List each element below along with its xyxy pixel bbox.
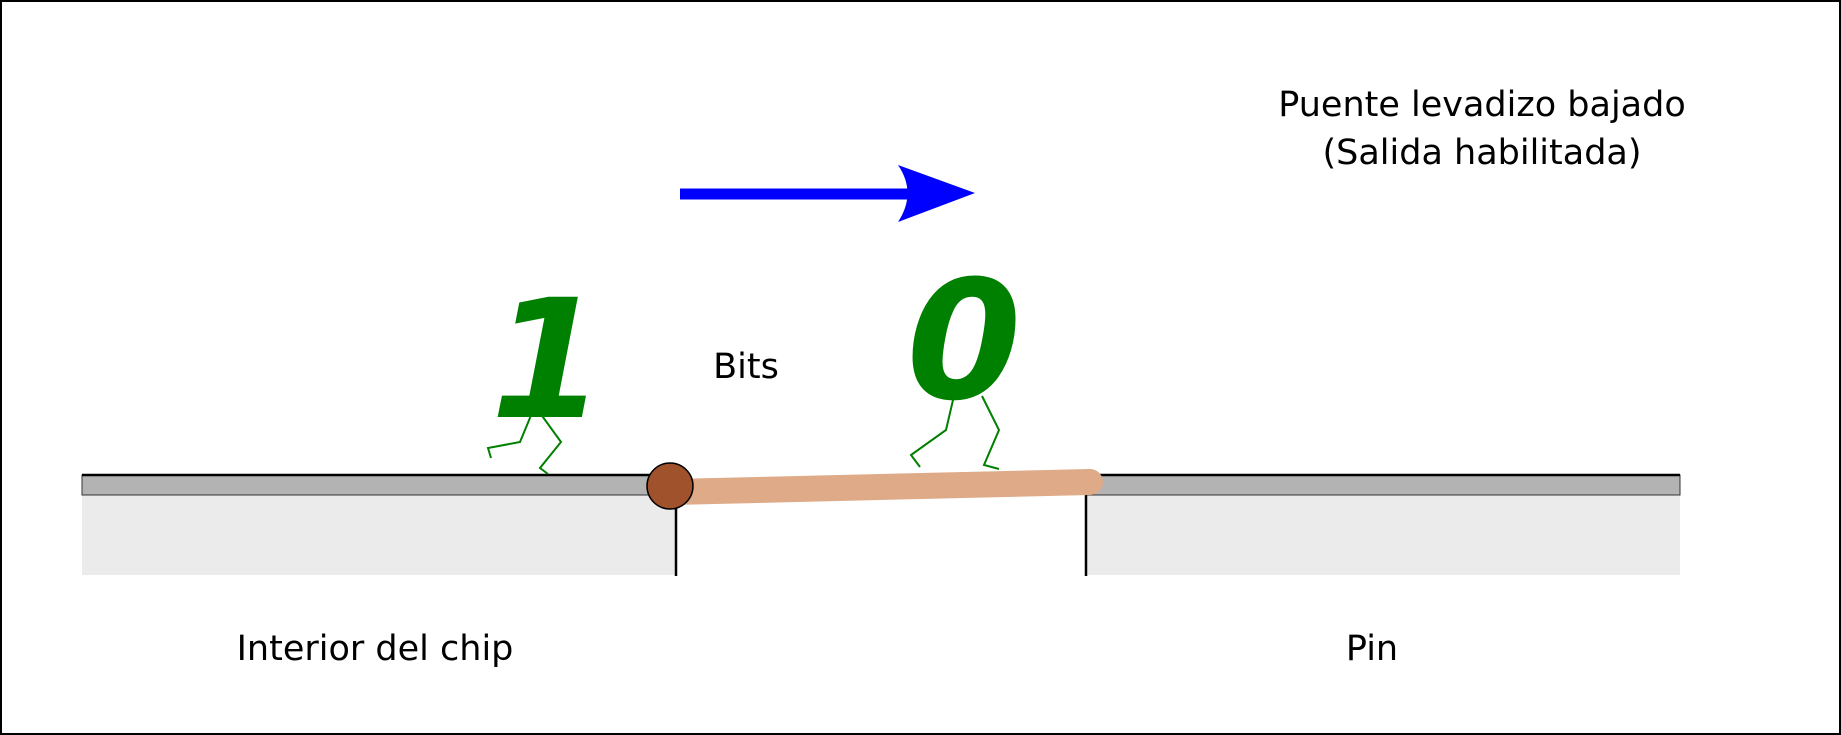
chip-interior-label: Interior del chip [237, 629, 514, 669]
bit-zero: 0 [907, 245, 1022, 437]
bit-one-leg-back [486, 412, 533, 459]
pin-deck [1085, 474, 1681, 496]
title-line-2: (Salida habilitada) [1322, 133, 1641, 173]
arrow-right-icon [898, 165, 975, 222]
bit-zero-leg-back [909, 399, 954, 468]
chip-ground [82, 493, 676, 575]
drawbridge-plank [659, 469, 1103, 505]
bits-label: Bits [713, 347, 779, 387]
bit-one: 1 [491, 264, 606, 456]
pin-ground [1086, 493, 1680, 575]
title-line-1: Puente levadizo bajado [1278, 85, 1686, 125]
hinge-icon [646, 462, 694, 510]
bit-zero-leg-front [981, 395, 1001, 470]
pin-label: Pin [1346, 629, 1398, 669]
bit-one-leg-front [538, 412, 563, 475]
chip-deck [81, 474, 677, 496]
